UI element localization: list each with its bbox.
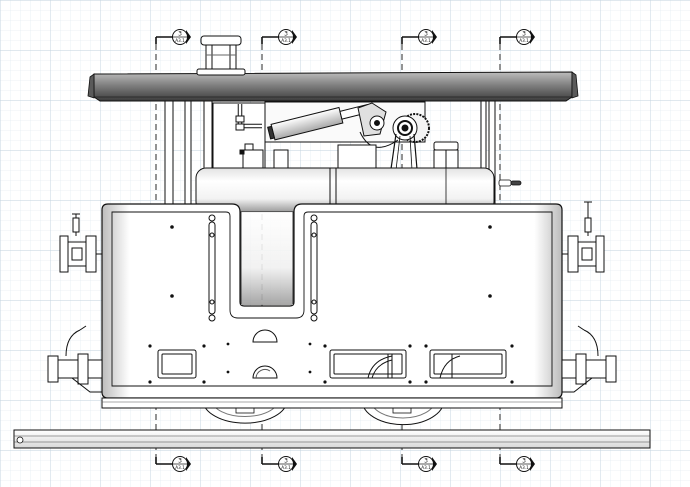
section-marker: 3A3.1 xyxy=(155,29,191,45)
window-right xyxy=(429,349,507,379)
section-reference: A3.1 xyxy=(421,38,431,43)
section-reference: A3.1 xyxy=(281,465,291,470)
section-number: 3 xyxy=(284,457,288,464)
section-marker: 3A3.1 xyxy=(261,456,297,472)
section-marker: 3A3.1 xyxy=(155,456,191,472)
section-reference: A3.1 xyxy=(281,38,291,43)
section-marker: 3A3.1 xyxy=(401,456,437,472)
window-left xyxy=(157,349,197,379)
section-number: 3 xyxy=(178,30,182,37)
rail xyxy=(13,429,651,449)
section-number: 3 xyxy=(522,457,526,464)
section-marker: 3A3.1 xyxy=(401,29,437,45)
buffers xyxy=(47,201,617,393)
section-number: 3 xyxy=(284,30,288,37)
section-number: 3 xyxy=(424,30,428,37)
section-reference: A3.1 xyxy=(519,465,529,470)
section-number: 3 xyxy=(522,30,526,37)
section-number: 3 xyxy=(178,457,182,464)
roof-canopy xyxy=(87,71,579,102)
tank xyxy=(195,167,522,213)
machinery xyxy=(203,100,459,205)
locomotive-body xyxy=(101,203,563,409)
section-marker: 3A3.1 xyxy=(499,456,535,472)
chimney-stack xyxy=(196,35,246,76)
section-reference: A3.1 xyxy=(421,465,431,470)
section-number: 3 xyxy=(424,457,428,464)
section-reference: A3.1 xyxy=(519,38,529,43)
section-marker: 3A3.1 xyxy=(499,29,535,45)
section-marker: 3A3.1 xyxy=(261,29,297,45)
section-reference: A3.1 xyxy=(175,465,185,470)
section-reference: A3.1 xyxy=(175,38,185,43)
